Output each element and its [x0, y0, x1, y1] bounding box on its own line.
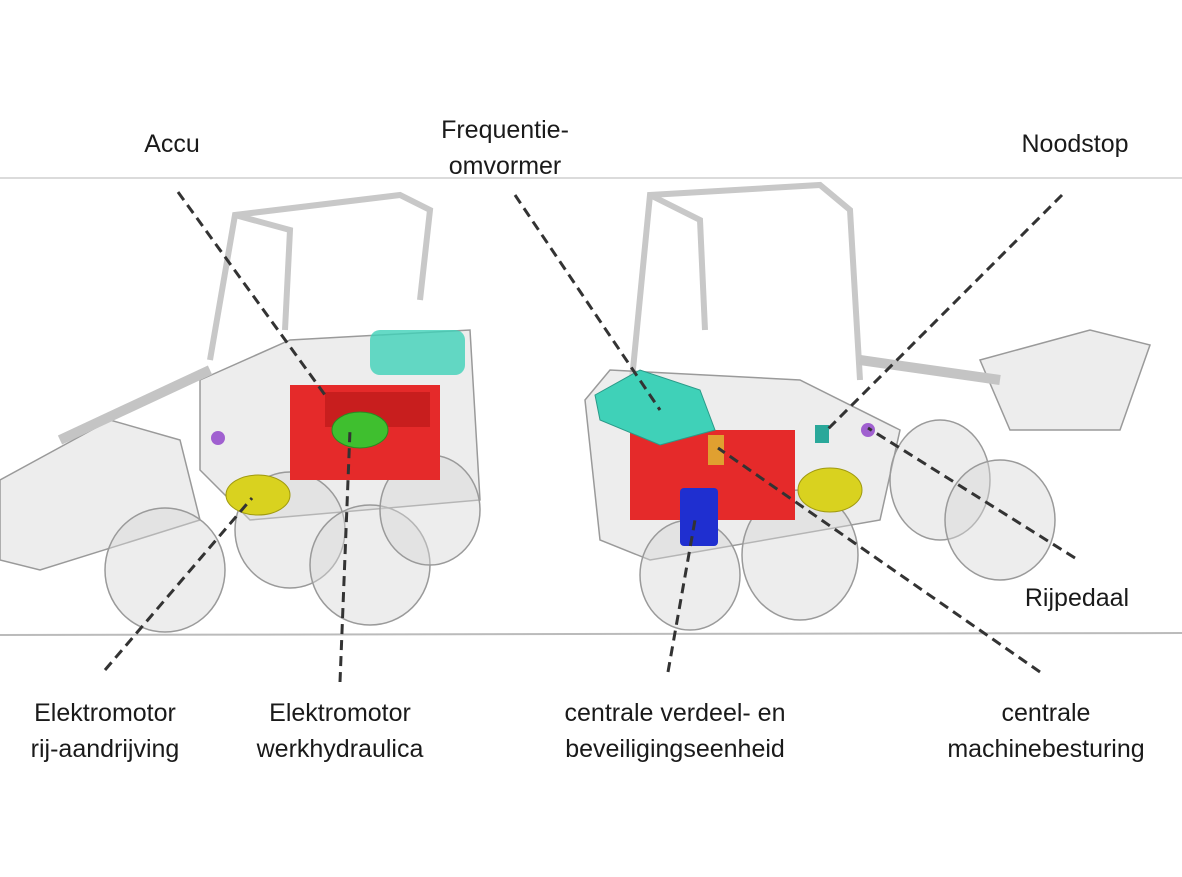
label-elektromotor-werk: Elektromotor werkhydraulica: [257, 695, 424, 767]
label-line: werkhydraulica: [256, 735, 424, 763]
label-line: rij-aandrijving: [30, 735, 180, 763]
label-centrale-machine: centrale machinebesturing: [947, 695, 1144, 767]
leader-verdeel: [666, 519, 697, 673]
leader-rij-aandrijving: [103, 497, 254, 671]
label-line: Elektromotor: [34, 699, 176, 727]
inverter-left: [370, 330, 465, 375]
label-line: Elektromotor: [269, 699, 411, 727]
motor-hydraulic: [331, 411, 389, 449]
label-noodstop: Noodstop: [1021, 130, 1129, 158]
label-centrale-verdeel: centrale verdeel- en beveiligingseenheid: [565, 695, 786, 767]
leader-noodstop: [823, 193, 1064, 434]
label-line: machinebesturing: [947, 735, 1145, 763]
leader-machinebesturing: [717, 446, 1041, 674]
label-rijpedaal: Rijpedaal: [1024, 584, 1130, 612]
label-line: centrale verdeel- en: [564, 699, 786, 727]
label-line: centrale: [1001, 699, 1091, 727]
label-accu: Accu: [144, 130, 200, 158]
label-line: omvormer: [448, 152, 562, 180]
leader-werkhydraulica: [338, 429, 352, 683]
label-line: Frequentie-: [441, 116, 569, 144]
motor-drive-right: [797, 467, 863, 513]
inverter-right: [594, 369, 716, 446]
label-frequentieomvormer: Frequentie- omvormer: [441, 112, 569, 184]
motor-drive-left: [225, 474, 291, 516]
emergency-stop: [815, 425, 829, 443]
distribution-unit: [680, 488, 718, 546]
ground-line: [0, 632, 1182, 636]
pedal-left: [211, 431, 225, 445]
leader-frequentie: [513, 194, 662, 411]
pedal-right: [861, 423, 875, 437]
controller-main: [708, 435, 724, 465]
leader-accu: [176, 191, 327, 396]
label-elektromotor-rij: Elektromotor rij-aandrijving: [31, 695, 180, 767]
leader-rijpedaal: [867, 426, 1076, 560]
label-line: beveiligingseenheid: [565, 735, 785, 763]
